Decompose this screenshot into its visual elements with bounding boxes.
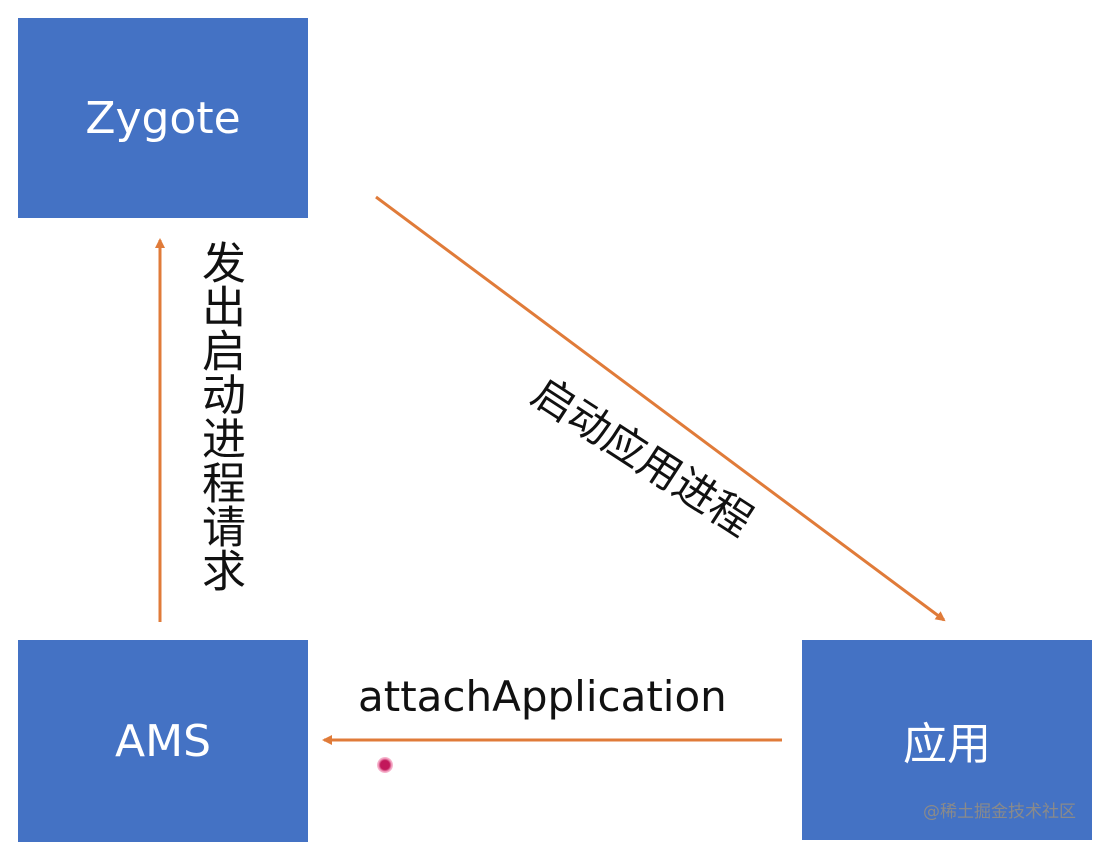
edge-label-ams-to-zygote: 发出启动进程请求 [194,240,245,592]
watermark: @稀土掘金技术社区 [923,802,1076,822]
zygote-node: Zygote [18,18,308,218]
ams-node-label: AMS [115,715,211,767]
app-node: 应用 [802,640,1092,840]
arrow-zygote-to-app [375,195,946,622]
edge-label-app-to-ams: attachApplication [358,672,727,721]
ams-node: AMS [18,640,308,842]
app-node-label: 应用 [903,719,991,770]
cursor-dot [377,757,393,773]
zygote-node-label: Zygote [85,92,241,144]
